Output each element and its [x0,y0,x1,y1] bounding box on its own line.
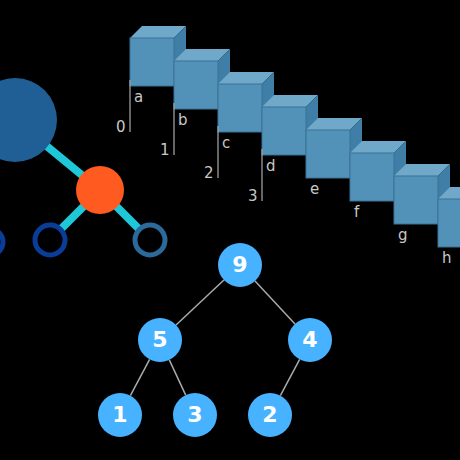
graph-circle [0,78,57,162]
graph-circle [76,166,124,214]
tree-edge [169,360,185,395]
element-label: a [134,90,143,105]
node-value: 3 [187,404,202,426]
tree-edge [280,359,299,395]
index-label: 3 [248,189,258,204]
node-value: 5 [152,329,167,351]
index-tick [217,126,218,178]
heap-node: 3 [173,393,217,437]
array-cell [438,187,460,247]
heap-node: 5 [138,318,182,362]
index-tick [261,149,262,201]
node-value: 9 [232,254,247,276]
tree-edge [176,280,224,325]
tree-edge [255,281,295,324]
node-value: 2 [262,404,277,426]
index-label: 2 [204,166,214,181]
node-value: 4 [302,329,317,351]
element-label: f [354,205,359,220]
heap-node: 2 [248,393,292,437]
index-label: 1 [160,143,170,158]
tree-graphic [0,78,165,255]
index-label: 0 [116,120,126,135]
element-label: g [398,228,408,243]
heap-node: 9 [218,243,262,287]
index-tick [173,103,174,155]
tree-edge [130,359,149,395]
heap-node: 1 [98,393,142,437]
heap-node: 4 [288,318,332,362]
index-tick [129,80,130,132]
graph-circle [135,225,165,255]
graph-circle [35,225,65,255]
element-label: c [222,136,230,151]
element-label: e [310,182,319,197]
element-label: h [442,251,452,266]
node-value: 1 [112,404,127,426]
element-label: d [266,159,276,174]
array-graphic [130,26,460,247]
element-label: b [178,113,188,128]
graph-circle [0,229,3,255]
